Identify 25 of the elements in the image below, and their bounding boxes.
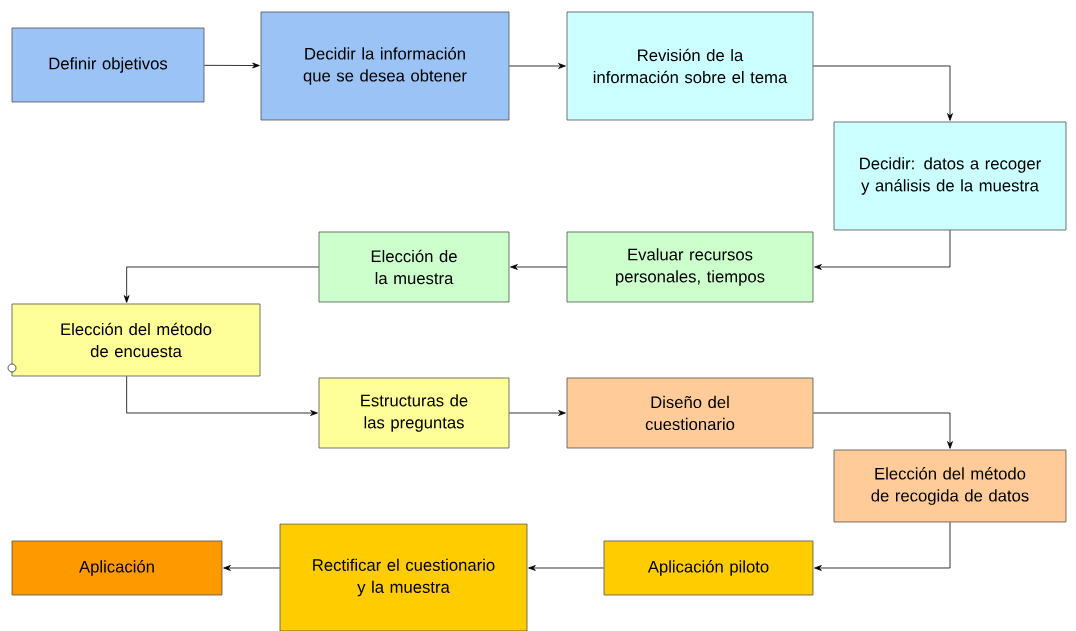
process-box: Revisión de la información sobre el tema [566, 11, 814, 121]
process-box: Decidir la información que se desea obtener [260, 11, 510, 121]
arrow [509, 63, 566, 69]
arrow [813, 65, 953, 121]
arrow [204, 62, 260, 69]
arrow [510, 264, 567, 270]
process-box: Aplicación piloto [603, 540, 814, 596]
process-box: Evaluar recursos personales, tiempos [566, 231, 814, 303]
arrow [123, 266, 319, 303]
arrow [814, 230, 951, 270]
process-box: Elección de la muestra [318, 231, 510, 303]
arrow [813, 412, 953, 449]
process-box: Estructuras de las preguntas [318, 377, 510, 449]
arrow [126, 376, 318, 416]
arrow [528, 565, 604, 571]
arrow [509, 410, 566, 416]
process-box: Rectificar el cuestionario y la muestra [279, 523, 528, 631]
process-box: Diseño del cuestionario [566, 377, 814, 449]
arrow [223, 565, 280, 571]
arrow [814, 522, 951, 571]
process-box: Elección del método de recogida de datos [833, 449, 1067, 523]
process-box: Decidir: datos a recoger y análisis de la muestra [833, 121, 1067, 231]
process-box: Elección del método de encuesta [11, 303, 261, 377]
process-box: Aplicación [11, 540, 223, 596]
process-box: Definir objetivos [11, 27, 205, 103]
